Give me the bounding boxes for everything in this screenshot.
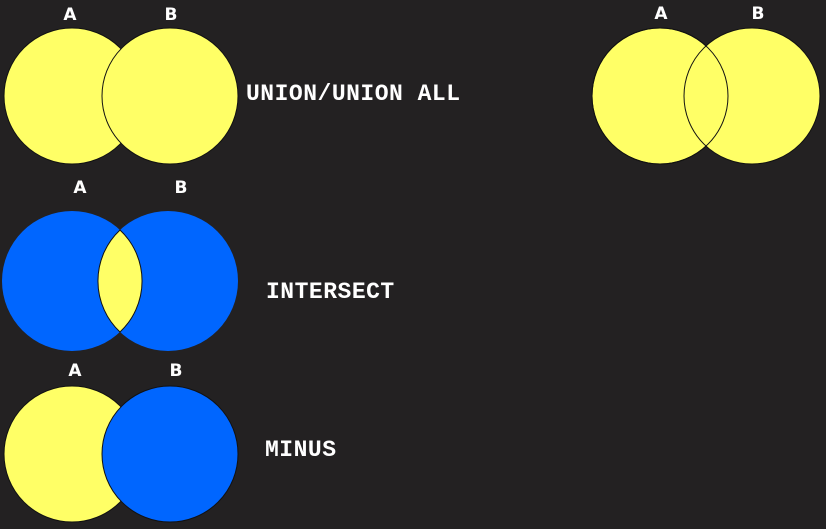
union-operation-label: UNION/UNION ALL xyxy=(246,81,461,107)
overlap-diagram: A B xyxy=(591,4,821,165)
minus-operation-label: MINUS xyxy=(265,437,337,463)
minus-diagram: A B MINUS xyxy=(3,361,337,523)
intersect-set-b-label: B xyxy=(175,178,188,198)
minus-set-a-label: A xyxy=(68,361,82,381)
overlap-set-a-label: A xyxy=(654,4,668,24)
overlap-set-b-label: B xyxy=(752,4,765,24)
intersect-operation-label: INTERSECT xyxy=(266,279,395,305)
minus-set-b-label: B xyxy=(170,361,183,381)
minus-set-b-circle xyxy=(101,385,239,523)
intersect-set-a-label: A xyxy=(73,178,87,198)
union-set-b-label: B xyxy=(165,5,178,25)
intersect-diagram: A B INTERSECT xyxy=(2,178,395,351)
overlap-set-b-circle xyxy=(683,27,821,165)
union-diagram: A B UNION/UNION ALL xyxy=(3,5,461,165)
overlap-set-a-outline xyxy=(591,27,729,165)
union-set-b-circle xyxy=(101,27,239,165)
intersect-overlap-region xyxy=(97,229,143,333)
union-set-a-label: A xyxy=(63,5,77,25)
